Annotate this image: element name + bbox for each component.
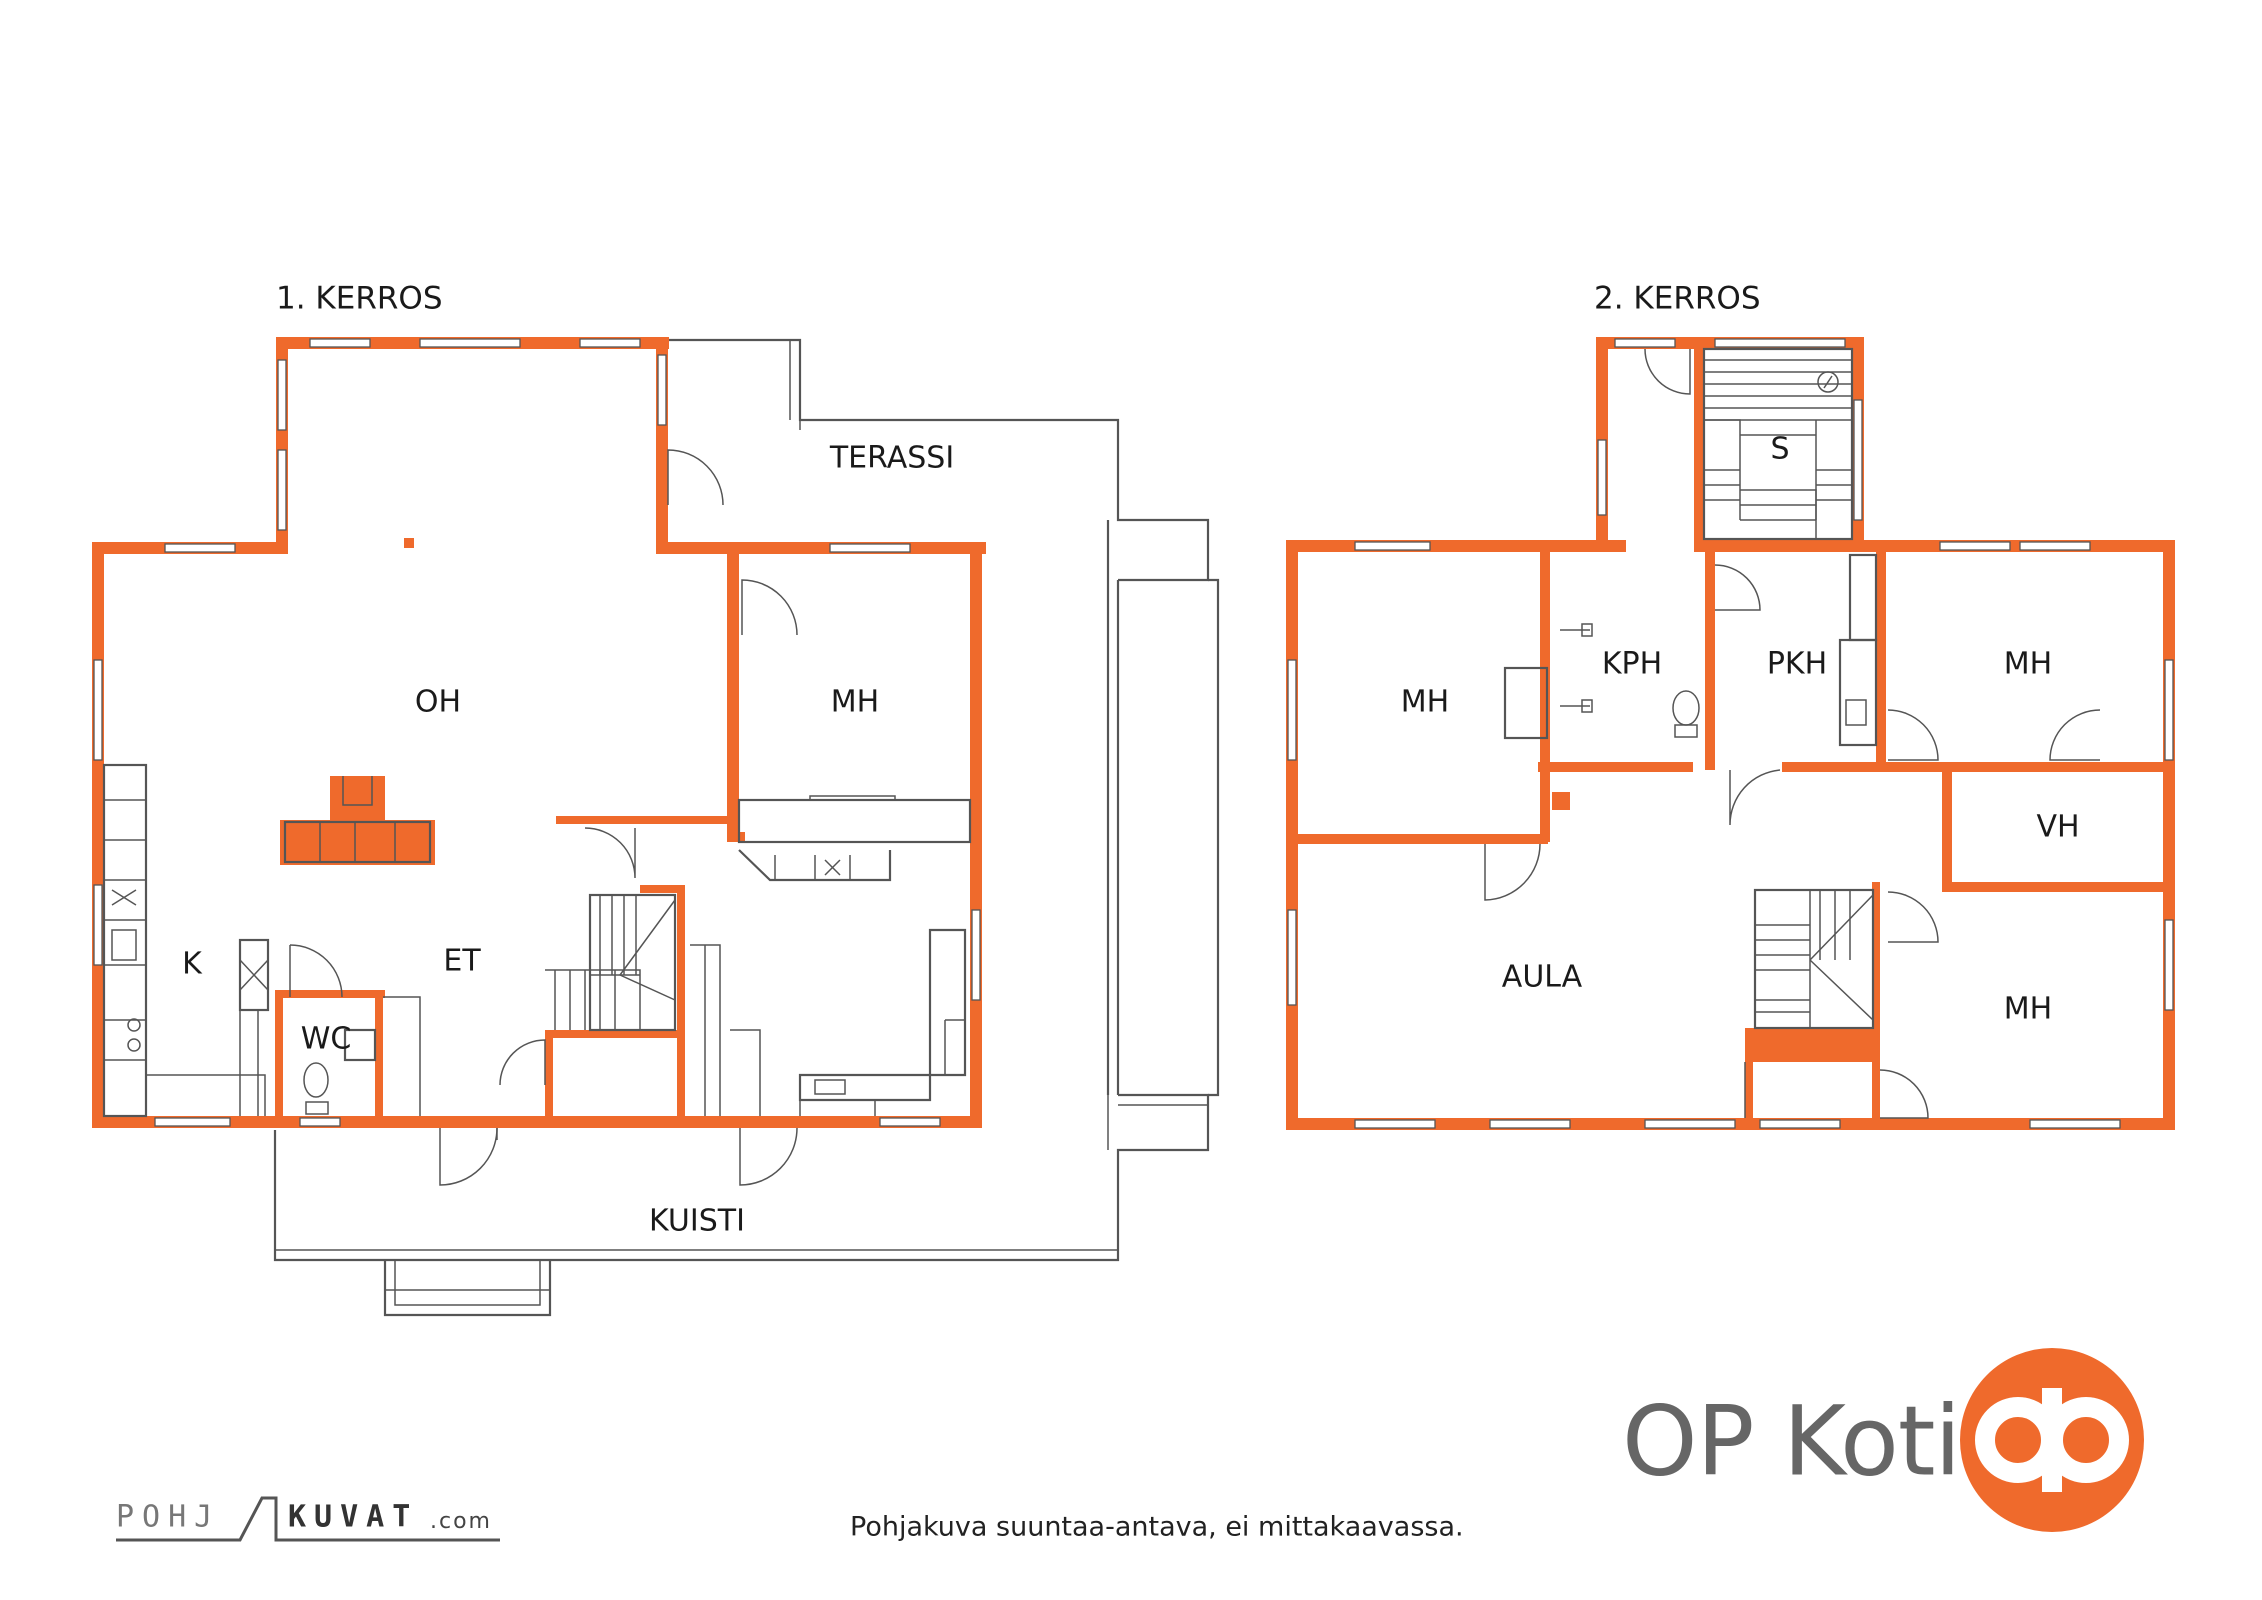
credit-part2: KUVAT [288,1500,418,1535]
room-label-kph: KPH [1602,647,1662,682]
floor-1-plan: 1. KERROS [92,281,1220,1317]
pohjakuvat-credit: POHJ KUVAT .com [116,1496,500,1542]
room-label-wc: WC [301,1022,352,1057]
floor-2-title: 2. KERROS [1594,281,1761,317]
floor-1-title: 1. KERROS [276,281,443,317]
room-label-kuisti: KUISTI [649,1204,745,1239]
floor-2-fixtures [1484,347,2101,1119]
room-label-pkh: PKH [1767,647,1827,682]
credit-part3: .com [430,1509,492,1534]
floor-2-plan: 2. KERROS [1286,281,2175,1130]
room-label-mh-west: MH [1401,685,1449,720]
room-label-terassi: TERASSI [829,441,954,476]
room-label-mh-east: MH [2004,647,2052,682]
room-label-mh: MH [831,685,879,720]
credit-part1: POHJ [116,1500,220,1535]
room-label-vh: VH [2036,810,2079,845]
footnote: Pohjakuva suuntaa-antava, ei mittakaavas… [850,1512,1464,1543]
room-label-aula: AULA [1502,960,1583,995]
brand-name: OP Koti [1622,1385,1960,1497]
room-label-k: K [182,947,203,982]
room-label-s: S [1770,432,1789,467]
floor-1-windows [93,338,981,1127]
terrace-and-porch-outline [273,338,1220,1317]
room-label-et: ET [443,944,481,979]
op-logo-icon [1960,1348,2144,1532]
room-label-mh-south: MH [2004,992,2052,1027]
floor-1-fixtures [102,449,972,1186]
room-label-oh: OH [415,685,461,720]
floor-2-windows [1287,338,2174,1129]
